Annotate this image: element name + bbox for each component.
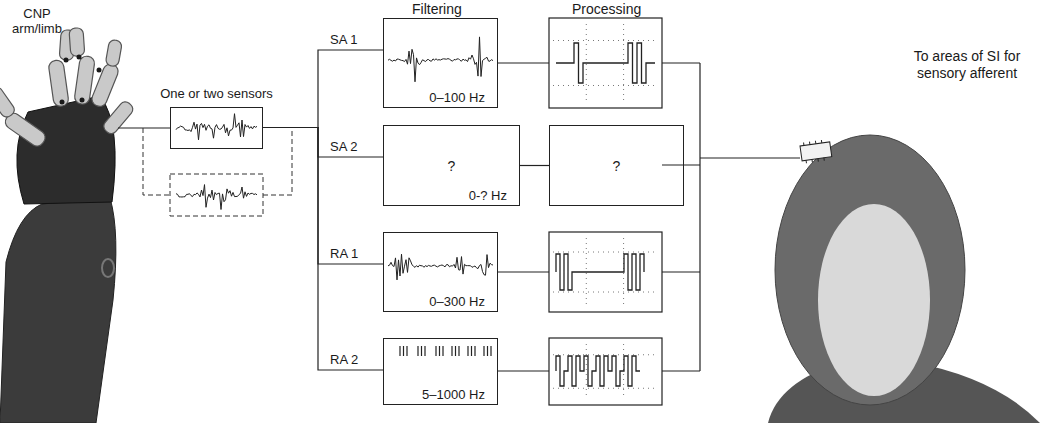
filter-box: ? 0-? Hz <box>383 125 520 206</box>
frequency-band: 0–300 Hz <box>427 294 487 309</box>
sensor-box: One or two sensors <box>170 107 263 149</box>
frequency-band: 0-? Hz <box>467 188 509 203</box>
filter-box: 0–100 Hz <box>383 18 498 108</box>
processing-box: ? <box>549 125 684 206</box>
signal-traces <box>176 24 658 399</box>
channel-name: SA 1 <box>330 32 357 47</box>
filter-box: 0–300 Hz <box>383 232 498 312</box>
unknown-mark: ? <box>384 158 519 173</box>
frequency-band: 5–1000 Hz <box>420 387 487 402</box>
signal-connector <box>263 128 383 371</box>
channel-name: RA 1 <box>330 246 358 261</box>
arm-label: CNP arm/limb <box>4 6 70 36</box>
target-label: To areas of SI for sensory afferent <box>893 48 1041 82</box>
channel-name: SA 2 <box>330 139 357 154</box>
column-heading: Filtering <box>412 1 462 18</box>
prosthetic-arm <box>0 28 135 423</box>
signal-connector <box>263 128 383 158</box>
unknown-mark: ? <box>550 158 683 173</box>
box-heading: One or two sensors <box>158 86 275 101</box>
optional-sensor-wires <box>143 128 292 216</box>
filter-box: 5–1000 Hz <box>383 338 498 405</box>
signal-connector <box>263 50 383 128</box>
processing-boxes <box>549 18 662 405</box>
signal-connector <box>263 128 383 265</box>
signal-connector <box>520 165 549 166</box>
column-heading: Processing <box>572 1 641 18</box>
signal-wires <box>118 63 800 371</box>
human-head <box>768 135 1040 423</box>
frequency-band: 0–100 Hz <box>427 90 487 105</box>
channel-name: RA 2 <box>330 352 358 367</box>
